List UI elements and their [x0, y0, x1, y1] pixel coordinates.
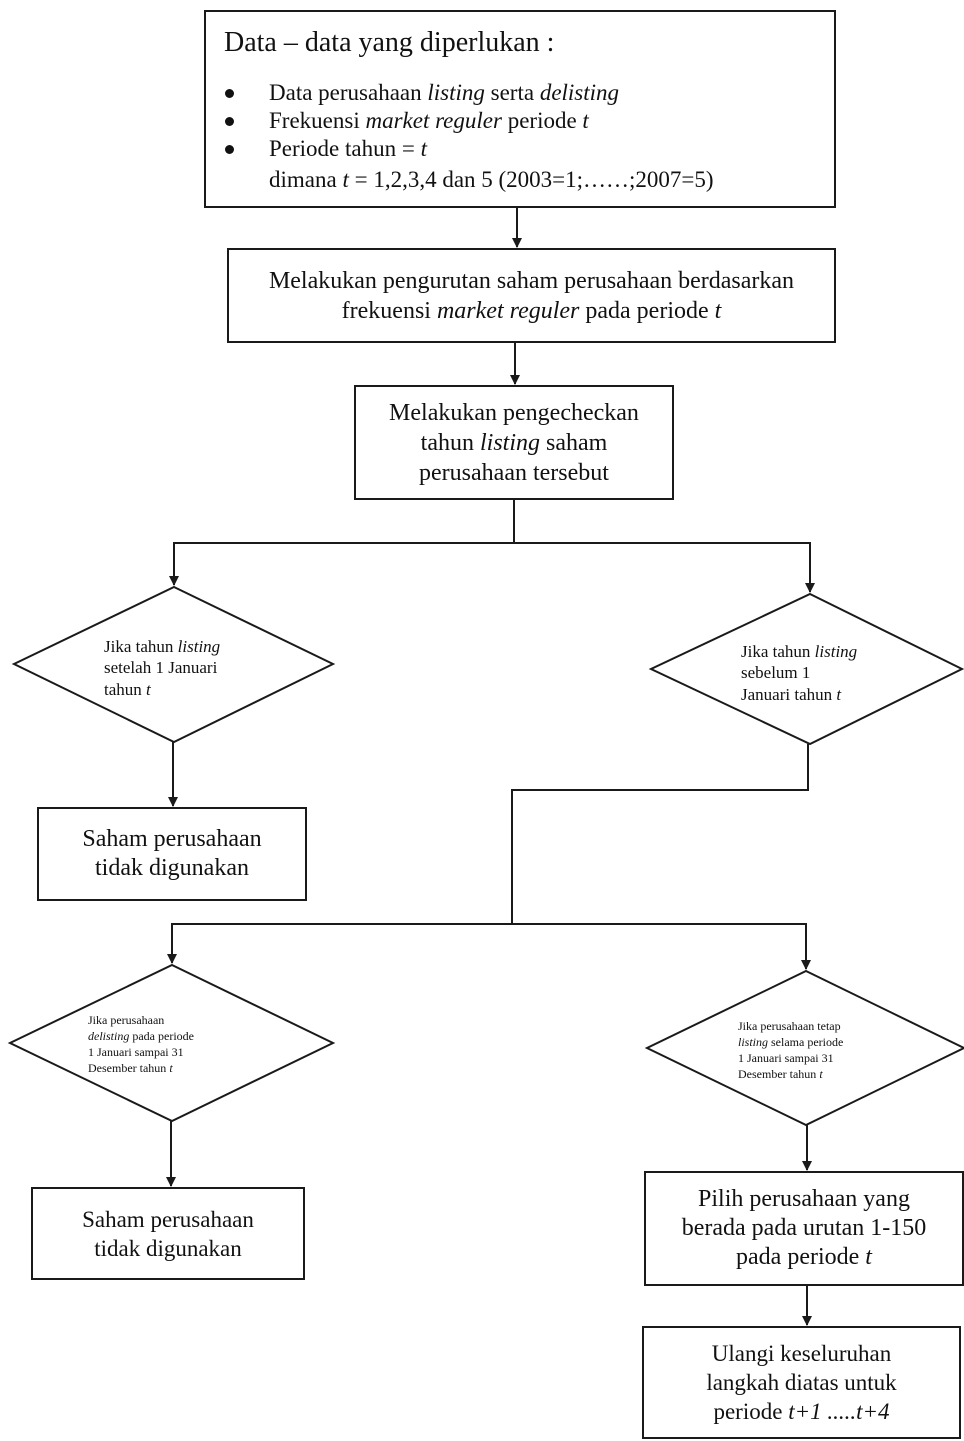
bullet-dot: [225, 145, 234, 154]
unused-2-line-2: tidak digunakan: [94, 1235, 242, 1261]
select-box-line-3: pada periode t: [736, 1244, 872, 1270]
decision-after-label: Jika tahun listing setelah 1 Januari tah…: [104, 636, 220, 700]
decision-listed-line-1: Jika perusahaan tetap: [738, 1019, 841, 1033]
decision-diamond-after: [11, 585, 336, 744]
repeat-box-line-3: periode t+1 .....t+4: [713, 1399, 890, 1424]
decision-before-label: Jika tahun listing sebelum 1 Januari tah…: [741, 641, 857, 705]
bullet-dot: [225, 89, 234, 98]
check-box-line-2: tahun listing saham: [420, 429, 608, 456]
decision-listed-label: Jika perusahaan tetap listing selama per…: [738, 1018, 843, 1082]
bullet-item-3: Periode tahun = t: [225, 135, 619, 163]
decision-listed-line-3: 1 Januari sampai 31: [738, 1051, 834, 1065]
data-box-note: dimana t = 1,2,3,4 dan 5 (2003=1;……;2007…: [269, 167, 714, 192]
data-box-title: Data – data yang diperlukan :: [224, 27, 555, 58]
bullet-item-2: Frekuensi market reguler periode t: [225, 107, 619, 135]
stock-not-used-box-2: Saham perusahaan tidak digunakan: [31, 1187, 305, 1280]
select-box-line-2: berada pada urutan 1-150: [681, 1215, 927, 1241]
check-box-line-1: Melakukan pengecheckan: [389, 399, 639, 426]
sort-box-line-1: Melakukan pengurutan saham perusahaan be…: [268, 267, 795, 294]
decision-before-line-1: Jika tahun listing: [741, 642, 858, 661]
decision-diamond-listed: [644, 969, 964, 1127]
decision-delist-line-2: delisting pada periode: [88, 1029, 194, 1043]
repeat-box-line-1: Ulangi keseluruhan: [711, 1341, 892, 1366]
connector-check-split: [169, 500, 515, 586]
unused-1-line-2: tidak digunakan: [95, 855, 249, 881]
connector-split-right: [512, 923, 811, 970]
unused-2-line-1: Saham perusahaan: [82, 1206, 254, 1232]
decision-listed-line-2: listing selama periode: [738, 1035, 844, 1049]
sort-box-line-2: frekuensi market reguler pada periode t: [341, 297, 722, 324]
data-box-bullet-list: Data perusahaan listing serta delisting …: [225, 79, 619, 163]
repeat-steps-box: Ulangi keseluruhan langkah diatas untuk …: [642, 1326, 961, 1439]
check-box-line-3: perusahaan tersebut: [419, 459, 609, 486]
decision-delist-label: Jika perusahaan delisting pada periode 1…: [88, 1012, 194, 1076]
decision-after-line-2: setelah 1 Januari: [104, 658, 218, 678]
unused-1-line-1: Saham perusahaan: [82, 826, 262, 852]
repeat-box-line-2: langkah diatas untuk: [706, 1370, 897, 1395]
decision-diamond-before: [648, 592, 964, 746]
decision-before-line-3: Januari tahun t: [741, 684, 842, 704]
decision-delist-line-4: Desember tahun t: [88, 1061, 173, 1075]
sort-process-box: Melakukan pengurutan saham perusahaan be…: [227, 248, 836, 343]
data-requirements-box: Data – data yang diperlukan : Data perus…: [204, 10, 836, 208]
decision-delist-line-1: Jika perusahaan: [88, 1013, 165, 1027]
decision-after-line-1: Jika tahun listing: [104, 637, 221, 656]
decision-after-line-3: tahun t: [104, 679, 151, 699]
bullet-item-1: Data perusahaan listing serta delisting: [225, 79, 619, 107]
decision-delist-line-3: 1 Januari sampai 31: [88, 1045, 184, 1059]
decision-diamond-delist: [7, 963, 336, 1123]
select-top-150-box: Pilih perusahaan yang berada pada urutan…: [644, 1171, 964, 1286]
connector-check-right: [514, 542, 815, 593]
connector-before-to-split: [167, 744, 809, 964]
bullet-dot: [225, 117, 234, 126]
stock-not-used-box-1: Saham perusahaan tidak digunakan: [37, 807, 307, 901]
check-listing-box: Melakukan pengecheckan tahun listing sah…: [354, 385, 674, 500]
decision-listed-line-4: Desember tahun t: [738, 1067, 823, 1081]
decision-before-line-2: sebelum 1: [741, 663, 811, 683]
select-box-line-1: Pilih perusahaan yang: [698, 1186, 910, 1212]
